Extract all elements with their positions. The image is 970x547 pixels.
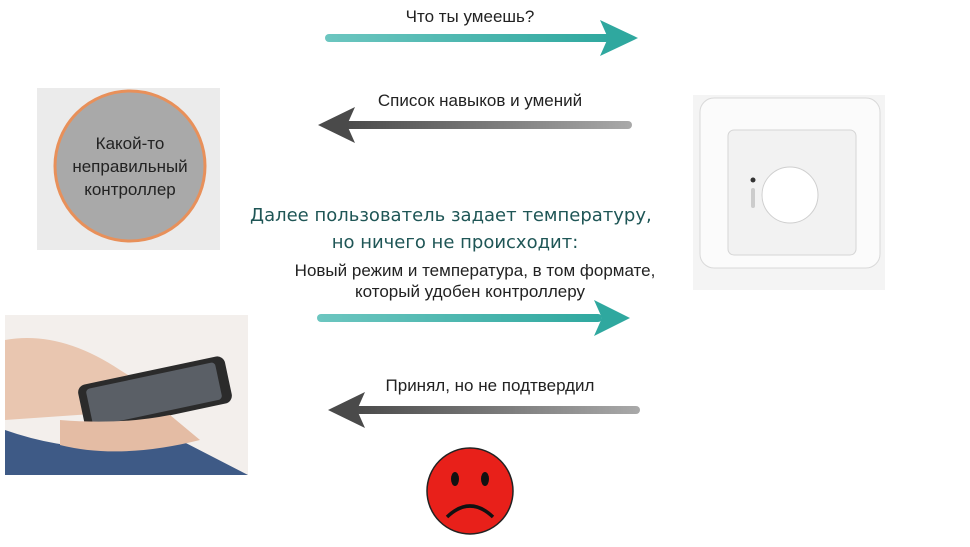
thermostat-photo — [693, 95, 885, 290]
note-line1: Далее пользователь задает температуру, — [250, 205, 652, 226]
controller-label: Какой-то неправильный контроллер — [55, 132, 205, 201]
controller-label-line3: контроллер — [84, 180, 176, 199]
note-line2: но ничего не происходит: — [331, 232, 579, 253]
ack-label: Принял, но не подтвердил — [385, 376, 595, 395]
arrow-ack — [328, 392, 640, 428]
controller-circle — [53, 89, 207, 243]
controller-label-line1: Какой-то — [95, 134, 165, 153]
ask-label: Что ты умеешь? — [405, 7, 535, 26]
command-line2: который удобен контроллеру — [355, 282, 585, 301]
phone-in-hands-photo — [5, 315, 248, 475]
arrow-command — [317, 300, 630, 336]
sad-face-icon — [426, 447, 514, 535]
command-line1: Новый режим и температура, в том формате… — [294, 261, 656, 280]
arrow-ask — [325, 20, 638, 56]
skills-label: Список навыков и умений — [377, 91, 583, 110]
arrow-skills — [318, 107, 632, 143]
controller-label-line2: неправильный — [72, 157, 188, 176]
